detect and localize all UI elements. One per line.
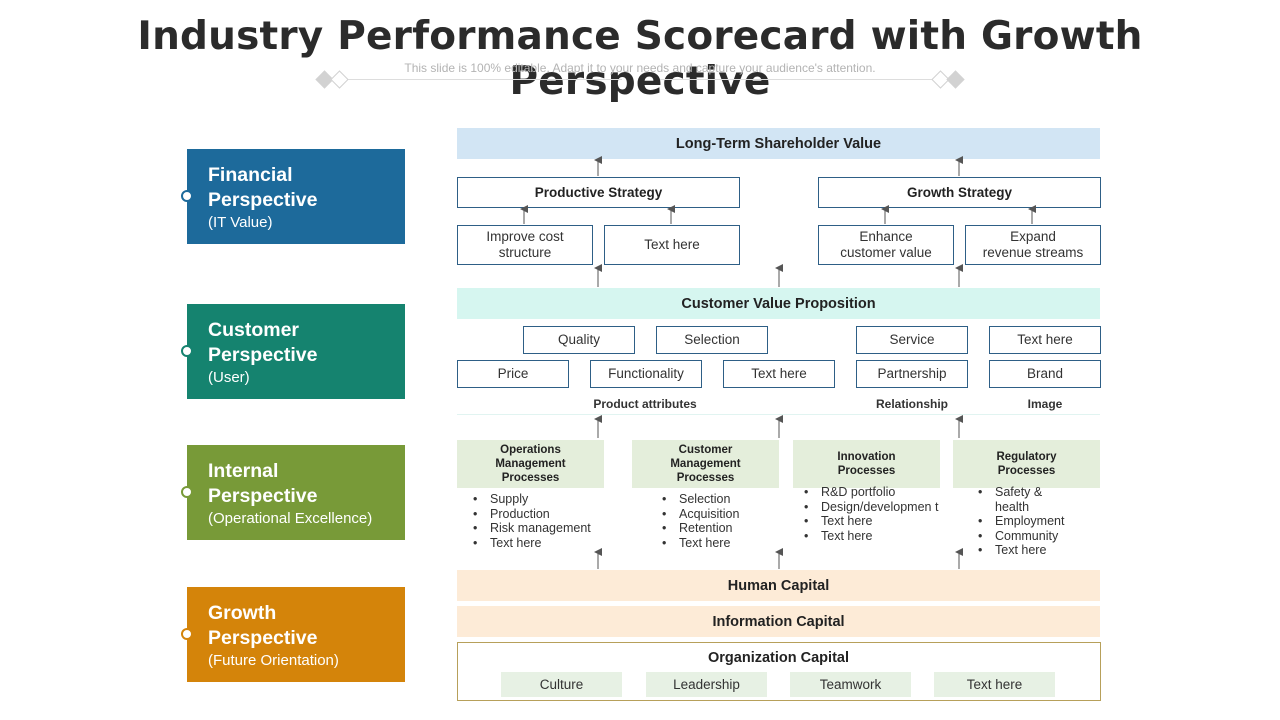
list-item: Selection	[660, 492, 780, 507]
connector-dot	[181, 486, 193, 498]
subtitle-divider-right	[660, 79, 950, 80]
list-item: Retention	[660, 521, 780, 536]
customer-text-here-box-1: Text here	[989, 326, 1101, 354]
leadership-chip: Leadership	[646, 672, 767, 697]
culture-chip: Culture	[501, 672, 622, 697]
subtitle-divider-left	[332, 79, 622, 80]
perspective-title-line2: Perspective	[208, 344, 318, 366]
productive-strategy-box: Productive Strategy	[457, 177, 740, 208]
page-subtitle: This slide is 100% editable. Adapt it to…	[404, 61, 876, 75]
enhance-customer-value-box: Enhance customer value	[818, 225, 954, 265]
proc-line2: Processes	[997, 465, 1056, 477]
page-title: Industry Performance Scorecard with Grow…	[137, 14, 1143, 104]
perspective-title-line2: Perspective	[208, 485, 318, 507]
proc-line1: Regulatory	[996, 451, 1057, 463]
product-attributes-label: Product attributes	[593, 397, 697, 411]
price-box: Price	[457, 360, 569, 388]
box-text-line2: customer value	[840, 245, 932, 260]
proc-line1: Customer	[678, 444, 733, 456]
box-text-line1: Enhance	[859, 229, 913, 244]
perspective-subtitle: (Operational Excellence)	[208, 510, 373, 527]
box-text-line1: Expand	[1010, 229, 1056, 244]
organization-capital-frame	[457, 642, 1101, 701]
perspective-title-line2: Perspective	[208, 627, 318, 649]
list-item: Community	[976, 529, 1086, 544]
customer-process-list: Selection Acquisition Retention Text her…	[660, 492, 780, 550]
customer-perspective-box: Customer Perspective (User)	[181, 304, 405, 399]
organization-capital-title: Organization Capital	[708, 650, 849, 666]
innovation-process-list: R&D portfolio Design/developmen t Text h…	[802, 485, 940, 543]
improve-cost-structure-box: Improve cost structure	[457, 225, 593, 265]
list-item: Text here	[802, 529, 940, 544]
perspective-title-line1: Customer	[208, 319, 300, 341]
proc-line2: Processes	[837, 465, 896, 477]
selection-box: Selection	[656, 326, 768, 354]
list-item: Risk management	[471, 521, 611, 536]
brand-box: Brand	[989, 360, 1101, 388]
connector-dot	[181, 190, 193, 202]
list-item: Employment	[976, 514, 1086, 529]
proc-line1: Innovation	[837, 451, 896, 463]
regulatory-process-list: Safety & health Employment Community Tex…	[976, 485, 1086, 558]
perspective-title-line1: Financial	[208, 164, 293, 186]
proc-line2: Management	[670, 458, 741, 470]
list-item: Text here	[976, 543, 1086, 558]
financial-text-here-box: Text here	[604, 225, 740, 265]
list-item: Acquisition	[660, 507, 780, 522]
human-capital-band: Human Capital	[457, 570, 1100, 601]
list-item: Production	[471, 507, 611, 522]
box-text-line2: structure	[498, 245, 552, 260]
relationship-label: Relationship	[875, 397, 948, 411]
operations-process-list: Supply Production Risk management Text h…	[471, 492, 611, 550]
perspective-subtitle: (User)	[208, 369, 250, 386]
connector-dot	[181, 345, 193, 357]
perspective-title-line1: Growth	[208, 602, 277, 624]
connector-dot	[181, 628, 193, 640]
list-item: Text here	[471, 536, 611, 551]
perspective-title-line1: Internal	[208, 460, 279, 482]
operations-management-processes-box: Operations Management Processes	[457, 440, 604, 488]
innovation-processes-box: Innovation Processes	[793, 440, 940, 488]
quality-box: Quality	[523, 326, 635, 354]
perspective-title-line2: Perspective	[208, 189, 318, 211]
proc-line1: Operations	[500, 444, 561, 456]
growth-perspective-box: Growth Perspective (Future Orientation)	[181, 587, 405, 682]
list-item: Text here	[802, 514, 940, 529]
list-item: Supply	[471, 492, 611, 507]
financial-perspective-box: Financial Perspective (IT Value)	[181, 149, 405, 244]
functionality-box: Functionality	[590, 360, 702, 388]
teamwork-chip: Teamwork	[790, 672, 911, 697]
list-item: Safety & health	[976, 485, 1051, 514]
regulatory-processes-box: Regulatory Processes	[953, 440, 1100, 488]
partnership-box: Partnership	[856, 360, 968, 388]
customer-management-processes-box: Customer Management Processes	[632, 440, 779, 488]
growth-text-here-chip: Text here	[934, 672, 1055, 697]
proc-line3: Processes	[676, 472, 735, 484]
list-item: R&D portfolio	[802, 485, 940, 500]
box-text-line1: Improve cost	[486, 229, 564, 244]
long-term-shareholder-value-band: Long-Term Shareholder Value	[457, 128, 1100, 159]
list-item: Text here	[660, 536, 780, 551]
perspective-subtitle: (Future Orientation)	[208, 652, 339, 669]
service-box: Service	[856, 326, 968, 354]
image-label: Image	[1027, 397, 1063, 411]
customer-section-divider	[457, 414, 1100, 415]
expand-revenue-streams-box: Expand revenue streams	[965, 225, 1101, 265]
proc-line2: Management	[495, 458, 566, 470]
internal-perspective-box: Internal Perspective (Operational Excell…	[181, 445, 405, 540]
customer-value-proposition-band: Customer Value Proposition	[457, 288, 1100, 319]
customer-text-here-box-2: Text here	[723, 360, 835, 388]
perspective-subtitle: (IT Value)	[208, 214, 273, 231]
list-item: Design/developmen t	[802, 500, 940, 515]
proc-line3: Processes	[501, 472, 560, 484]
growth-strategy-box: Growth Strategy	[818, 177, 1101, 208]
box-text-line2: revenue streams	[982, 245, 1084, 260]
information-capital-band: Information Capital	[457, 606, 1100, 637]
